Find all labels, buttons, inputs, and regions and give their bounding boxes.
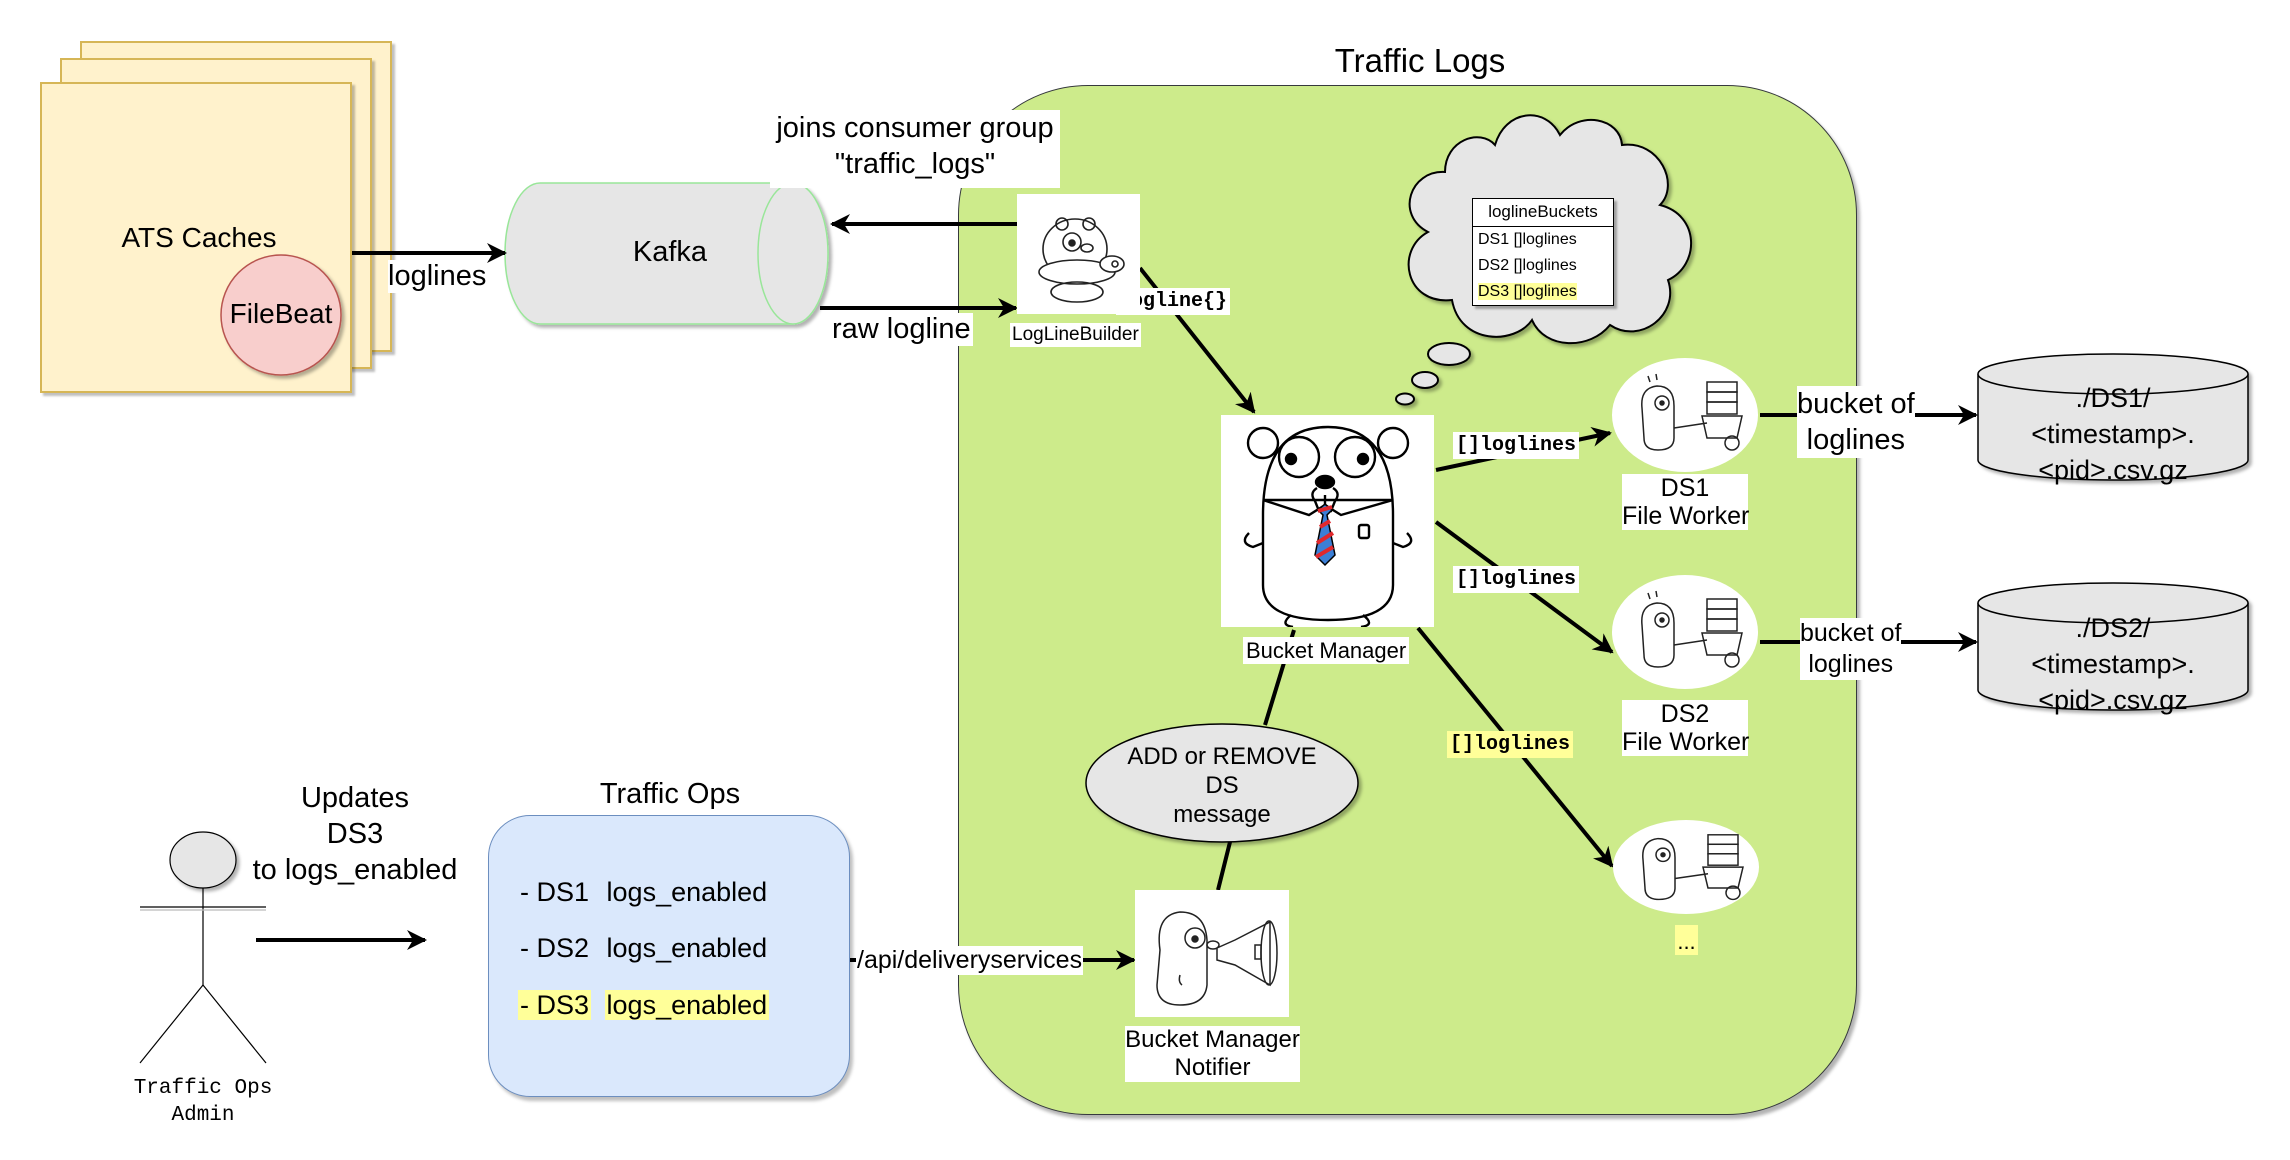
gopher-cart-icon xyxy=(1641,373,1743,451)
edge-label-ds3-loglines: []loglines xyxy=(1447,731,1574,758)
logline-buckets-table[interactable]: loglineBuckets DS1 []loglines DS2 []logl… xyxy=(1472,198,1614,306)
filebeat-node[interactable] xyxy=(220,254,342,376)
edge-label-loglines: loglines xyxy=(388,260,487,294)
edge-label-api-deliveryservices: /api/deliveryservices xyxy=(856,946,1084,975)
ds-id: - DS2 xyxy=(520,933,590,963)
traffic-ops-row-ds3[interactable]: - DS3 logs_enabled xyxy=(518,990,770,1021)
traffic-ops-title: Traffic Ops xyxy=(599,778,741,810)
edge-label-joins-consumer-group: joins consumer group "traffic_logs" xyxy=(770,110,1060,188)
edge-label-ds2-bucket: bucket of loglines xyxy=(1800,618,1902,680)
bucket-manager-node[interactable] xyxy=(1221,415,1434,629)
ds1-storage-cylinder[interactable] xyxy=(1977,353,2249,481)
ds2-file-worker-label: DS2 File Worker xyxy=(1622,700,1750,756)
traffic-ops-row-ds2[interactable]: - DS2 logs_enabled xyxy=(518,933,769,964)
traffic-ops-admin-label: Traffic Ops Admin xyxy=(133,1077,273,1127)
ds-id: - DS3 xyxy=(518,990,592,1020)
bucket-row-highlighted: DS3 []loglines xyxy=(1478,283,1577,300)
ds-status: logs_enabled xyxy=(604,990,770,1020)
logline-buckets-header: loglineBuckets xyxy=(1473,199,1613,227)
bucket-manager-label: Bucket Manager xyxy=(1243,637,1410,665)
edge-label-ds2-loglines: []loglines xyxy=(1453,566,1580,593)
ds-status: logs_enabled xyxy=(606,877,768,907)
bucket-manager-notifier-node[interactable] xyxy=(1135,890,1289,1017)
ds1-file-worker-node[interactable] xyxy=(1612,358,1758,472)
gopher-with-tie-icon xyxy=(1243,425,1413,629)
edge-label-raw-logline: raw logline xyxy=(830,313,973,347)
edge-label-admin-update: Updates DS3 to logs_enabled xyxy=(252,782,458,886)
traffic-logs-title: Traffic Logs xyxy=(1334,42,1506,79)
kafka-label: Kafka xyxy=(632,236,708,268)
gopher-cart-icon xyxy=(1641,590,1743,668)
edge-notifier-to-message[interactable] xyxy=(1216,841,1232,891)
gopher-swim-ring-icon xyxy=(1038,217,1125,303)
traffic-ops-box[interactable] xyxy=(488,815,850,1097)
gopher-megaphone-icon xyxy=(1156,911,1278,1006)
bucket-row: DS2 []loglines xyxy=(1478,257,1577,274)
add-remove-ds-message-node[interactable] xyxy=(1085,723,1359,843)
bucket-manager-notifier-label: Bucket Manager Notifier xyxy=(1125,1026,1300,1082)
ds2-storage-label: ./DS2/ <timestamp>. <pid>.csv.gz xyxy=(2031,613,2195,715)
edge-label-ds1-bucket: bucket of loglines xyxy=(1797,386,1915,458)
traffic-ops-admin-actor[interactable] xyxy=(139,831,267,1064)
ats-caches-label: ATS Caches xyxy=(121,222,277,253)
ds1-storage-label: ./DS1/ <timestamp>. <pid>.csv.gz xyxy=(2031,383,2195,485)
ds2-file-worker-node[interactable] xyxy=(1612,575,1758,689)
loglinebuilder-label: LogLineBuilder xyxy=(1010,323,1141,347)
bucket-row: DS1 []loglines xyxy=(1478,231,1577,248)
ds3-file-worker-node[interactable] xyxy=(1613,820,1759,914)
ds-id: - DS1 xyxy=(520,877,590,907)
ds-status: logs_enabled xyxy=(606,933,768,963)
ds3-file-worker-label: ... xyxy=(1675,925,1698,955)
traffic-ops-row-ds1[interactable]: - DS1 logs_enabled xyxy=(518,877,769,908)
gopher-cart-icon xyxy=(1642,834,1744,901)
ds1-file-worker-label: DS1 File Worker xyxy=(1622,474,1750,530)
ds2-storage-cylinder[interactable] xyxy=(1977,582,2249,711)
filebeat-label: FileBeat xyxy=(229,298,333,329)
add-remove-ds-message-label: ADD or REMOVE DS message xyxy=(1127,743,1317,828)
edge-label-ds1-loglines: []loglines xyxy=(1453,432,1580,459)
loglinebuilder-node[interactable] xyxy=(1017,194,1140,314)
